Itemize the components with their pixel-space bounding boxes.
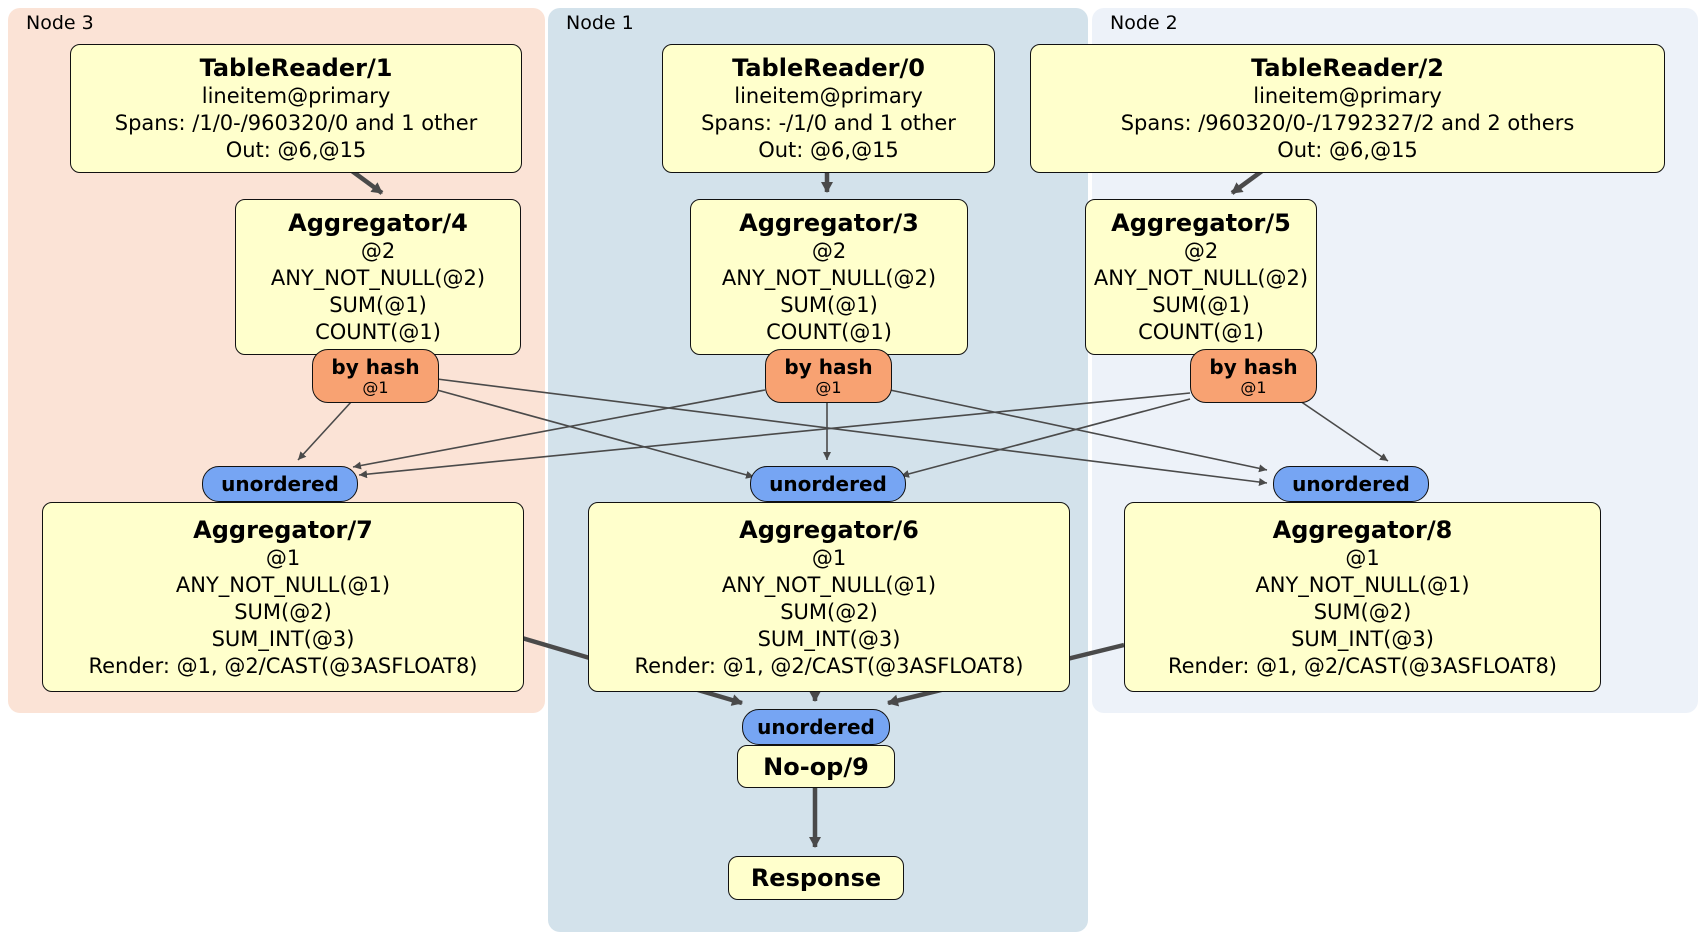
processor-detail-line: SUM(@2)	[234, 599, 332, 624]
router-label: by hash	[784, 355, 873, 379]
stream-unordered: unordered	[202, 466, 358, 502]
processor-aggregator-3: Aggregator/3 @2 ANY_NOT_NULL(@2) SUM(@1)…	[690, 199, 968, 355]
processor-title: Aggregator/8	[1272, 515, 1453, 544]
router-key: @1	[362, 378, 389, 397]
stream-unordered: unordered	[1273, 466, 1429, 502]
processor-aggregator-7: Aggregator/7 @1 ANY_NOT_NULL(@1) SUM(@2)…	[42, 502, 524, 692]
node3-label: Node 3	[26, 12, 94, 34]
processor-detail-line: Spans: /1/0-/960320/0 and 1 other	[114, 111, 478, 135]
router-label: by hash	[1209, 355, 1298, 379]
processor-detail-line: ANY_NOT_NULL(@2)	[721, 266, 937, 290]
processor-detail-line: Spans: -/1/0 and 1 other	[701, 111, 956, 135]
processor-detail-line: Out: @6,@15	[1277, 138, 1418, 162]
processor-title: Aggregator/4	[288, 209, 468, 237]
processor-tablereader-2: TableReader/2 lineitem@primary Spans: /9…	[1030, 44, 1665, 173]
stream-label: unordered	[757, 715, 875, 739]
processor-aggregator-6: Aggregator/6 @1 ANY_NOT_NULL(@1) SUM(@2)…	[588, 502, 1070, 692]
processor-detail-line: Render: @1, @2/CAST(@3ASFLOAT8)	[634, 653, 1024, 678]
processor-detail-line: @1	[1345, 545, 1380, 570]
processor-detail-line: @1	[811, 545, 847, 570]
processor-title: Response	[750, 864, 882, 892]
processor-detail-line: ANY_NOT_NULL(@2)	[1093, 266, 1309, 290]
router-by-hash: by hash @1	[312, 349, 439, 403]
processor-detail-line: COUNT(@1)	[766, 320, 892, 344]
processor-noop-9: No-op/9	[737, 745, 895, 788]
processor-detail-line: SUM(@1)	[329, 293, 427, 317]
router-by-hash: by hash @1	[1190, 349, 1317, 403]
processor-detail-line: COUNT(@1)	[315, 320, 441, 344]
processor-title: Aggregator/6	[739, 515, 919, 544]
processor-detail-line: @2	[1183, 239, 1219, 263]
processor-detail-line: lineitem@primary	[1253, 84, 1442, 108]
processor-title: TableReader/2	[1251, 54, 1444, 82]
stream-unordered: unordered	[750, 466, 906, 502]
processor-detail-line: ANY_NOT_NULL(@1)	[1255, 572, 1470, 597]
processor-title: TableReader/1	[199, 54, 393, 82]
processor-title: TableReader/0	[732, 54, 925, 82]
processor-detail-line: ANY_NOT_NULL(@1)	[175, 572, 391, 597]
processor-detail-line: ANY_NOT_NULL(@1)	[721, 572, 937, 597]
processor-detail-line: @1	[265, 545, 301, 570]
processor-detail-line: Out: @6,@15	[225, 138, 367, 162]
processor-detail-line: ANY_NOT_NULL(@2)	[270, 266, 486, 290]
node2-label: Node 2	[1110, 12, 1178, 34]
processor-detail-line: lineitem@primary	[201, 84, 391, 108]
processor-detail-line: COUNT(@1)	[1138, 320, 1264, 344]
router-label: by hash	[331, 355, 420, 379]
stream-unordered-final: unordered	[742, 709, 890, 745]
processor-detail-line: SUM_INT(@3)	[211, 626, 355, 651]
router-key: @1	[815, 378, 842, 397]
processor-aggregator-8: Aggregator/8 @1 ANY_NOT_NULL(@1) SUM(@2)…	[1124, 502, 1601, 692]
processor-detail-line: Spans: /960320/0-/1792327/2 and 2 others	[1120, 111, 1575, 135]
processor-detail-line: SUM_INT(@3)	[1291, 626, 1434, 651]
processor-detail-line: Out: @6,@15	[758, 138, 899, 162]
processor-title: Aggregator/5	[1111, 209, 1291, 237]
processor-title: No-op/9	[763, 752, 869, 781]
processor-detail-line: Render: @1, @2/CAST(@3ASFLOAT8)	[1167, 653, 1558, 678]
stream-label: unordered	[769, 472, 887, 496]
processor-detail-line: Render: @1, @2/CAST(@3ASFLOAT8)	[88, 653, 478, 678]
processor-title: Aggregator/3	[739, 209, 919, 237]
processor-tablereader-0: TableReader/0 lineitem@primary Spans: -/…	[662, 44, 995, 173]
processor-detail-line: @2	[360, 239, 396, 263]
node1-label: Node 1	[566, 12, 634, 34]
processor-detail-line: SUM(@2)	[1313, 599, 1412, 624]
stream-label: unordered	[221, 472, 339, 496]
processor-detail-line: SUM(@2)	[780, 599, 878, 624]
processor-response: Response	[728, 856, 904, 900]
stream-label: unordered	[1292, 472, 1410, 496]
processor-tablereader-1: TableReader/1 lineitem@primary Spans: /1…	[70, 44, 522, 173]
processor-aggregator-5: Aggregator/5 @2 ANY_NOT_NULL(@2) SUM(@1)…	[1085, 199, 1317, 355]
processor-detail-line: SUM(@1)	[1152, 293, 1250, 317]
router-key: @1	[1240, 378, 1267, 397]
processor-detail-line: SUM(@1)	[780, 293, 878, 317]
processor-detail-line: SUM_INT(@3)	[757, 626, 901, 651]
router-by-hash: by hash @1	[765, 349, 892, 403]
processor-detail-line: @2	[811, 239, 847, 263]
processor-aggregator-4: Aggregator/4 @2 ANY_NOT_NULL(@2) SUM(@1)…	[235, 199, 521, 355]
processor-title: Aggregator/7	[193, 515, 373, 544]
processor-detail-line: lineitem@primary	[734, 84, 923, 108]
